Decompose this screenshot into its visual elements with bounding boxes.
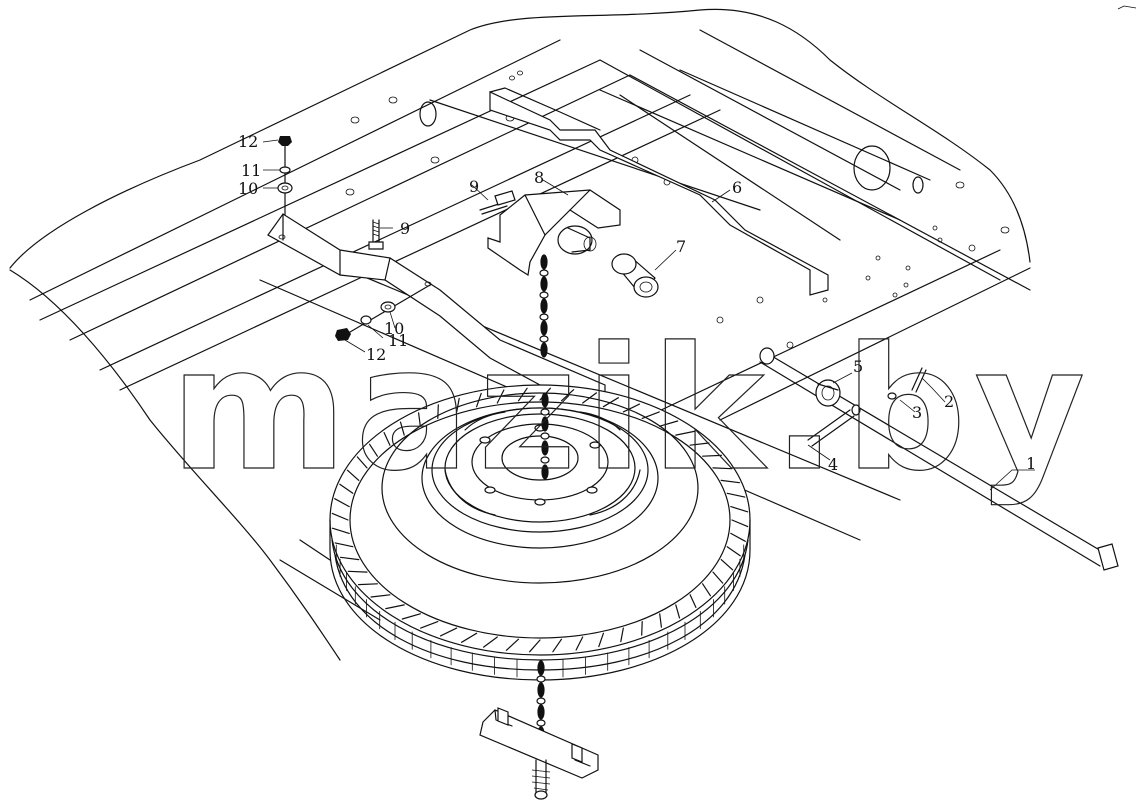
upper-cross-bracket xyxy=(489,87,829,296)
callout-10-lower: 10 xyxy=(384,319,404,338)
callout-labels: 1 2 3 4 5 6 7 8 9 9 10 10 11 11 12 12 xyxy=(238,132,1036,474)
callout-2: 2 xyxy=(944,392,954,411)
callout-11-upper: 11 xyxy=(241,161,261,180)
cotter-pin xyxy=(911,367,927,393)
callout-7: 7 xyxy=(676,237,686,256)
spare-tire xyxy=(329,384,751,681)
winch-bracket xyxy=(479,189,621,276)
watermark: mazik.by xyxy=(170,311,1093,509)
callout-12-lower: 12 xyxy=(366,345,386,364)
lifting-chain-front xyxy=(536,392,550,742)
hook-plate xyxy=(479,707,599,800)
callout-1: 1 xyxy=(1026,454,1036,473)
callout-6: 6 xyxy=(732,178,742,197)
callout-9-upper: 9 xyxy=(469,177,479,196)
leader-lines xyxy=(262,139,1035,491)
callout-9-left: 9 xyxy=(400,219,410,238)
crank-washer xyxy=(887,392,897,400)
callout-4: 4 xyxy=(828,455,838,474)
top-fastener-stack xyxy=(277,136,293,216)
callout-11-lower: 11 xyxy=(388,331,408,350)
callout-5: 5 xyxy=(853,357,863,376)
callout-10-upper: 10 xyxy=(238,179,258,198)
vertical-bolt xyxy=(368,219,384,250)
callout-3: 3 xyxy=(912,403,922,422)
callout-8: 8 xyxy=(534,168,544,187)
tire-tread xyxy=(331,387,749,678)
lifting-chain xyxy=(539,254,549,358)
callout-12-upper: 12 xyxy=(238,132,258,151)
lower-fastener-stack xyxy=(335,284,431,341)
vehicle-frame xyxy=(9,8,1031,661)
winch-drum xyxy=(557,225,597,255)
crank-pin xyxy=(807,404,861,447)
bushing xyxy=(611,253,659,298)
crank-sleeve xyxy=(815,379,841,407)
corner-mark xyxy=(1117,5,1137,10)
